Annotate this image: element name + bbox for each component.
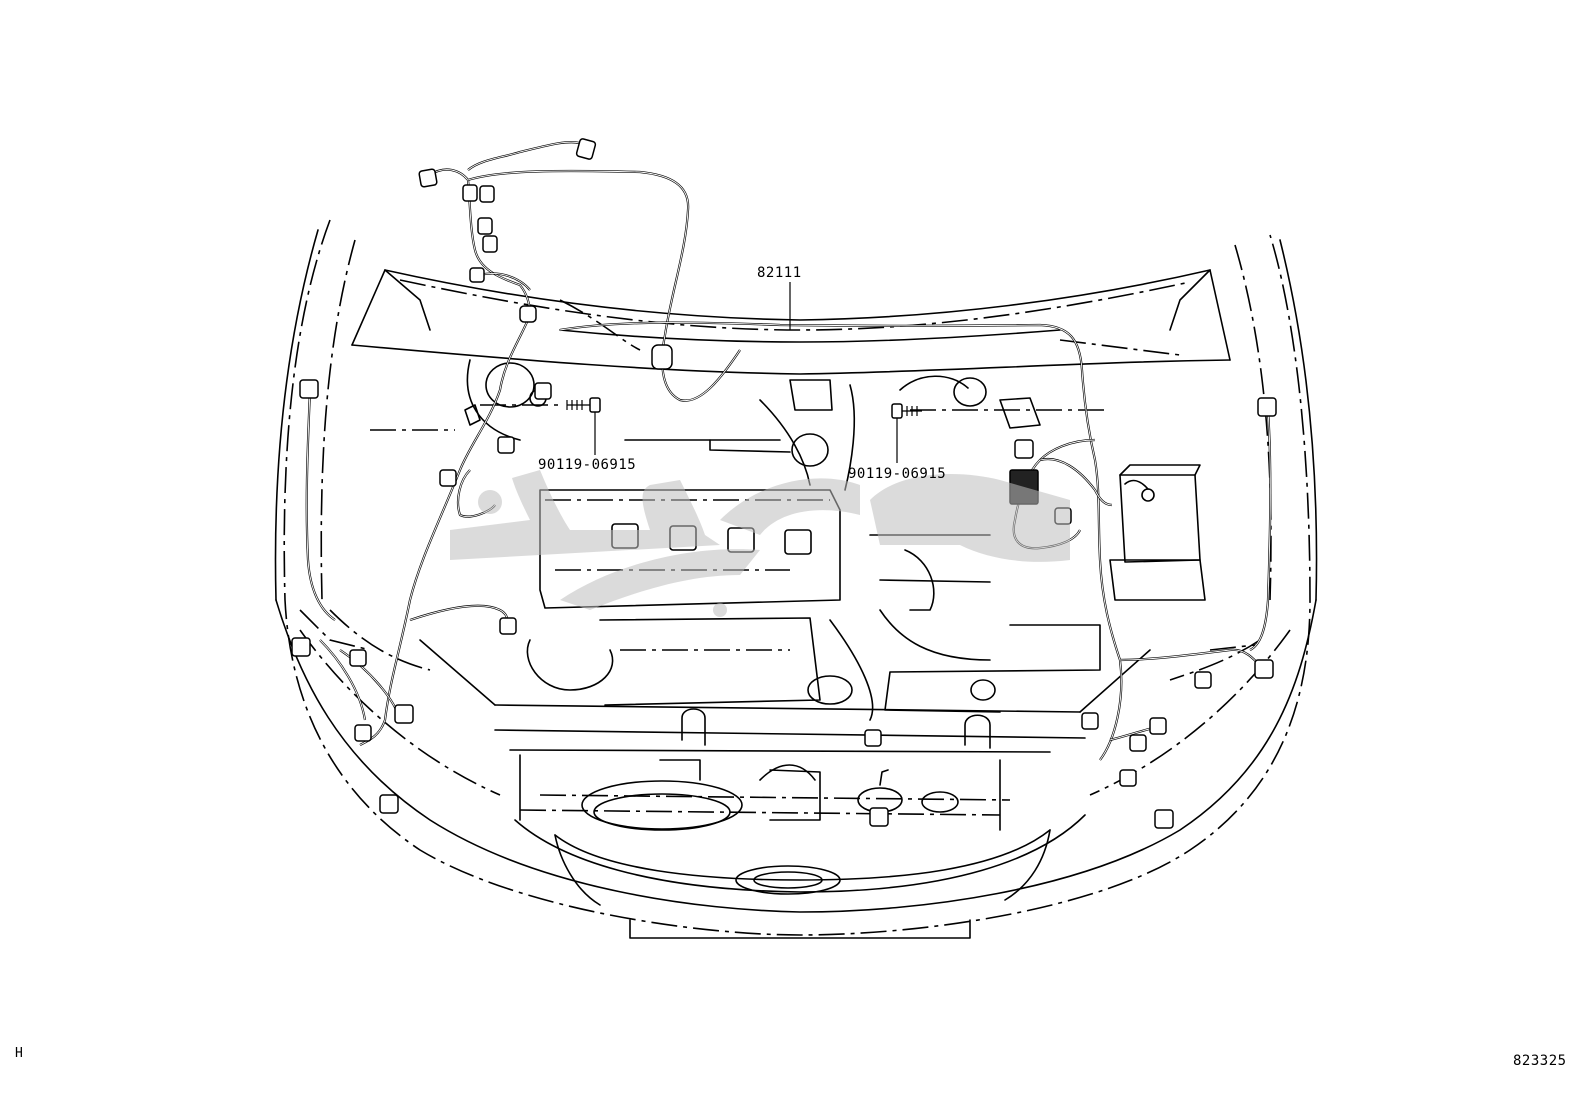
figure-number: 823325 xyxy=(1513,1053,1567,1069)
harness-routing-dashed xyxy=(299,299,1261,681)
part-label-bolt-right: 90119-06915 xyxy=(848,466,947,482)
front-cross-member xyxy=(419,639,1151,831)
connector xyxy=(354,724,372,742)
watermark-logo xyxy=(450,470,1070,617)
connector xyxy=(1254,659,1274,679)
connector xyxy=(1014,439,1034,459)
connector xyxy=(462,184,478,202)
connector xyxy=(482,235,498,253)
connectors xyxy=(291,138,1277,829)
corner-code: H xyxy=(15,1046,24,1061)
connector xyxy=(499,617,517,635)
connector xyxy=(1154,809,1174,829)
connector xyxy=(1149,717,1167,735)
connector xyxy=(479,185,495,203)
part-label-bolt-left: 90119-06915 xyxy=(538,457,637,473)
connector xyxy=(519,305,537,323)
connector xyxy=(291,637,311,657)
connector xyxy=(534,382,552,400)
bolt-right-icon xyxy=(891,403,922,419)
connector xyxy=(349,649,367,667)
connector xyxy=(379,794,399,814)
part-label-82111: 82111 xyxy=(757,265,802,281)
connector xyxy=(869,807,889,827)
connector xyxy=(864,729,882,747)
connector xyxy=(1129,734,1147,752)
cowl-panel xyxy=(351,269,1231,375)
connector xyxy=(439,469,457,487)
connector xyxy=(1194,671,1212,689)
connector xyxy=(469,267,485,283)
car-body-outline xyxy=(274,219,1318,939)
bolts xyxy=(566,397,922,419)
connector xyxy=(1119,769,1137,787)
battery xyxy=(1109,464,1206,601)
bolt-left-icon xyxy=(566,397,601,413)
connector xyxy=(1257,397,1277,417)
wire-harness xyxy=(305,141,1272,761)
connector xyxy=(477,217,493,235)
connector xyxy=(394,704,414,724)
connector xyxy=(299,379,319,399)
connector xyxy=(651,344,673,370)
connector xyxy=(497,436,515,454)
leader-lines xyxy=(594,282,898,463)
connector xyxy=(575,138,597,160)
connector xyxy=(1081,712,1099,730)
connector xyxy=(418,168,438,188)
